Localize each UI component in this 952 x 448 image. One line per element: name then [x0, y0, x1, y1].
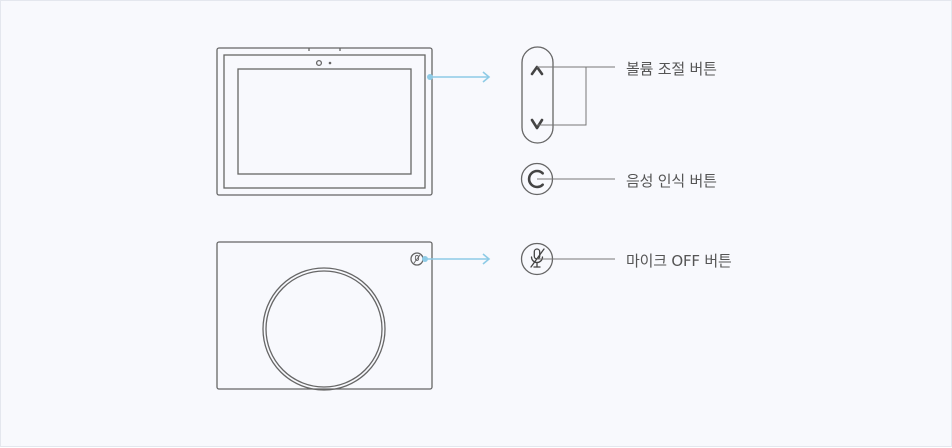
volume-button-group: [521, 46, 615, 144]
device-back-view: [216, 241, 433, 391]
device-front-view: [216, 47, 433, 196]
voice-button-group: [520, 162, 615, 196]
camera-icon: [315, 59, 323, 67]
mic-off-button-label: 마이크 OFF 버튼: [626, 252, 732, 270]
voice-button-label: 음성 인식 버튼: [626, 172, 717, 190]
volume-button-outline: [521, 46, 554, 144]
volume-button-label: 볼륨 조절 버튼: [626, 60, 717, 78]
device-front-bezel: [223, 54, 426, 189]
arrow-front-to-buttons: [427, 71, 491, 83]
back-mic-off-icon: [410, 252, 424, 266]
device-back-body: [216, 241, 433, 390]
chevron-up-icon: [530, 65, 544, 76]
device-screen: [237, 68, 412, 175]
mic-off-button-group: [520, 242, 615, 276]
device-front-body: [216, 47, 433, 196]
speaker-inner-ring: [265, 270, 383, 388]
speaker-outer-ring: [262, 267, 386, 391]
voice-recognition-icon: [527, 169, 544, 189]
sensor-dot: [328, 61, 332, 65]
volume-leader-line: [537, 66, 615, 126]
arrow-back-to-mic-button: [422, 253, 491, 265]
mic-off-icon: [530, 248, 545, 268]
chevron-down-icon: [530, 118, 544, 130]
